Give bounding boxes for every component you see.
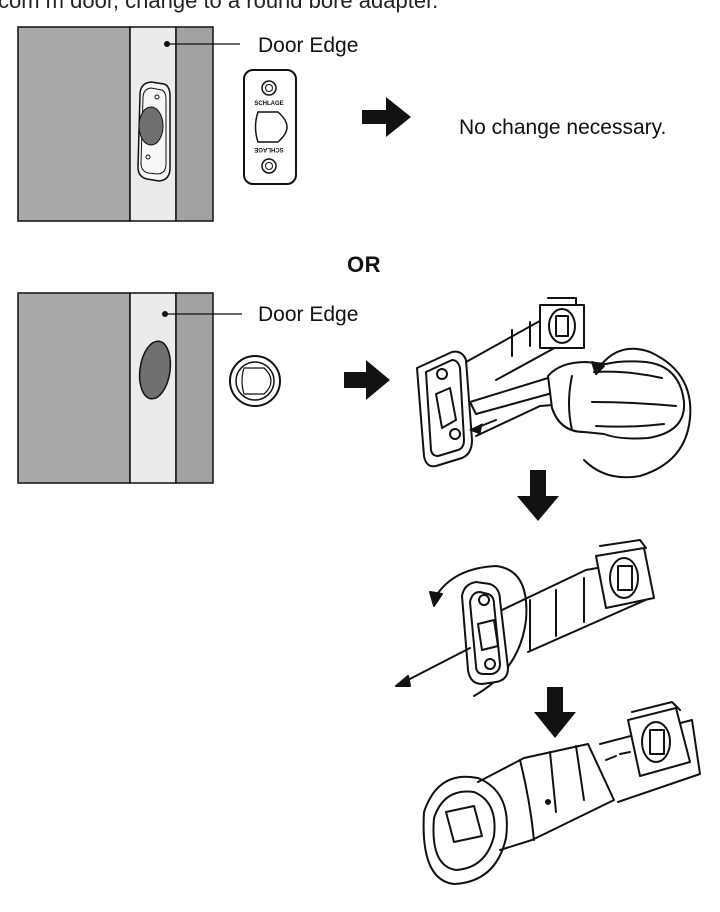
faceplate-brand-bottom: SCHLAGE — [254, 146, 283, 152]
screwdriver-icon — [469, 360, 686, 440]
door-edge-callout-bottom — [162, 311, 242, 317]
no-change-text: No change necessary. — [459, 116, 667, 139]
latch-with-screwdriver — [416, 297, 692, 479]
door-edge-callout — [164, 41, 240, 47]
latch-with-round-adapter — [422, 701, 701, 885]
rotate-arrow-icon — [583, 347, 692, 479]
page-header-fragment: com m door, change to a round bore adapt… — [0, 0, 439, 13]
round-bore-adapter — [229, 355, 281, 407]
right-arrow-icon — [362, 97, 411, 137]
down-arrow-icon — [534, 687, 576, 738]
down-arrow-icon — [517, 470, 559, 521]
right-arrow-icon — [344, 360, 390, 400]
or-separator: OR — [347, 252, 381, 277]
installed-faceplate — [137, 81, 171, 182]
latch-icon — [416, 297, 585, 468]
door-edge-label-bottom: Door Edge — [258, 303, 359, 326]
faceplate-brand-top: SCHLAGE — [254, 101, 283, 107]
bottom-door-illustration — [17, 292, 242, 484]
door-edge-label: Door Edge — [258, 34, 359, 57]
top-door-illustration — [17, 26, 240, 222]
drive-in-faceplate: SCHLAGE SCHLAGE — [243, 69, 297, 185]
latch-removing-faceplate — [395, 539, 655, 697]
